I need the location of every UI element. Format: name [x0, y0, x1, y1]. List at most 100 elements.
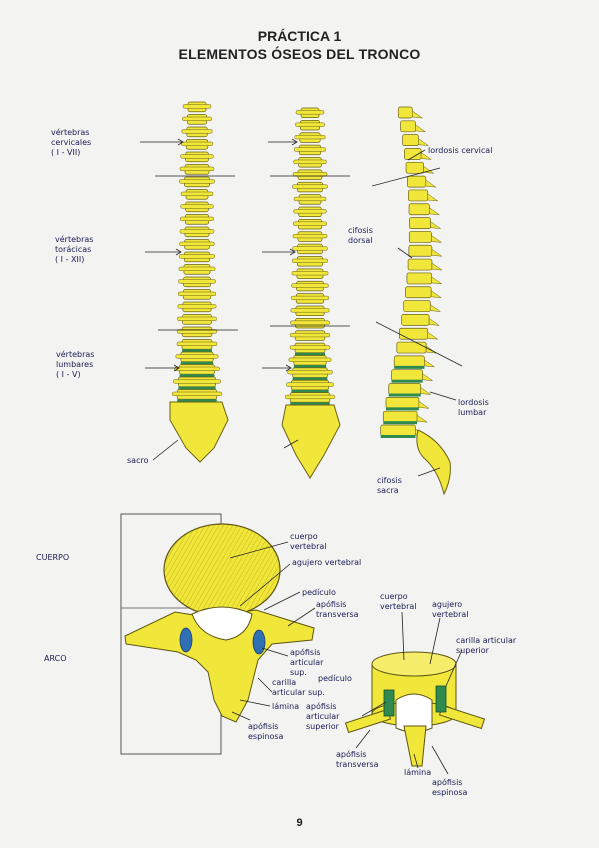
vertebra	[407, 258, 433, 271]
transverse-process	[293, 196, 327, 202]
transverse-process	[284, 394, 336, 400]
label-cuerpo: CUERPO	[36, 553, 70, 562]
transverse-process	[182, 116, 212, 121]
spinous-process	[422, 373, 434, 382]
label-schematic-vertebral-foramen: agujero vertebral	[432, 600, 469, 619]
spinous-process	[430, 304, 442, 312]
label-pedicle: pedículo	[302, 588, 336, 597]
page-subtitle: ELEMENTOS ÓSEOS DEL TRONCO	[178, 46, 421, 62]
transverse-process	[292, 172, 328, 177]
spinous-process	[415, 124, 427, 133]
vertebra	[408, 244, 433, 257]
transverse-process	[178, 266, 216, 271]
transverse-process	[177, 316, 217, 321]
transverse-process	[179, 229, 215, 234]
label-thoracic-vertebrae: vértebras torácicas ( I - XII)	[55, 235, 94, 264]
label-sacrum: sacro	[127, 456, 149, 465]
transverse-process	[289, 345, 331, 350]
label-schematic-superior-articular-process: apófisis articular superior	[306, 702, 340, 731]
spinous-process	[429, 207, 441, 216]
transverse-process	[291, 271, 329, 276]
intervertebral-disc	[295, 352, 325, 356]
label-schematic-vertebral-body: cuerpo vertebral	[380, 592, 417, 611]
spinous-process	[425, 179, 437, 188]
label-dorsal-kyphosis: cifosis dorsal	[348, 226, 373, 245]
transverse-process	[295, 122, 325, 127]
intervertebral-disc	[394, 365, 425, 369]
transverse-process	[181, 129, 213, 134]
spinous-process	[418, 400, 430, 409]
transverse-process	[178, 279, 216, 284]
vertebra	[401, 314, 430, 326]
vertebra	[380, 424, 416, 437]
transverse-process	[173, 379, 221, 384]
label-lumbar-vertebrae: vértebras lumbares ( I - V)	[56, 350, 95, 379]
vertebra	[397, 106, 413, 119]
vertebra	[408, 189, 429, 202]
spinous-process	[420, 151, 433, 160]
label-lamina: lámina	[272, 702, 300, 711]
transverse-process	[290, 320, 330, 325]
label-schematic-transverse-process: apófisis transversa	[336, 750, 379, 769]
intervertebral-disc	[391, 379, 423, 383]
page-title: PRÁCTICA 1	[257, 28, 342, 44]
sacrum-lateral	[416, 429, 451, 496]
transverse-process	[177, 291, 217, 296]
spinous-process	[427, 331, 439, 340]
intervertebral-disc	[385, 407, 419, 411]
vertebra-label-arrows	[229, 541, 463, 775]
vertebra	[408, 203, 430, 216]
spinous-process	[427, 193, 439, 202]
transverse-process	[293, 209, 327, 214]
label-pedicle-2: pedículo	[318, 674, 352, 683]
label-vertebral-body: cuerpo vertebral	[290, 532, 327, 551]
spinous-process	[420, 387, 432, 395]
transverse-process	[286, 382, 334, 387]
transverse-process	[293, 147, 327, 152]
transverse-process	[293, 221, 327, 226]
transverse-process	[290, 295, 330, 301]
label-superior-articular-facet: carilla articular sup.	[272, 678, 325, 697]
spinous-process	[431, 248, 443, 257]
label-schematic-lamina: lámina	[404, 768, 432, 777]
transverse-process	[176, 341, 218, 346]
transverse-process	[292, 258, 328, 263]
label-schematic-superior-facet: carilla articular superior	[456, 636, 517, 655]
spine-anterior-view	[171, 101, 223, 402]
vertebra	[400, 120, 416, 133]
intervertebral-disc	[293, 365, 327, 368]
transverse-process	[292, 246, 328, 251]
vertebra	[396, 341, 427, 354]
spine-lateral-view	[380, 106, 443, 438]
transverse-process	[180, 154, 214, 159]
vertebra	[385, 396, 420, 409]
transverse-process	[179, 254, 215, 259]
transverse-process	[175, 354, 219, 359]
spinous-process	[430, 290, 443, 299]
spinous-process	[412, 110, 424, 119]
transverse-process	[179, 166, 215, 171]
vertebra	[406, 272, 433, 285]
transverse-process	[180, 216, 214, 221]
vertebra	[382, 410, 418, 423]
label-cervical-lordosis: lordosis cervical	[428, 146, 493, 155]
intervertebral-disc	[178, 386, 216, 390]
label-sacral-kyphosis: cifosis sacra	[377, 476, 402, 495]
transverse-process	[174, 366, 220, 371]
label-arco: ARCO	[44, 654, 67, 663]
vertebra	[388, 383, 422, 395]
sacrum-anterior	[169, 401, 229, 463]
transverse-process	[179, 241, 215, 246]
vertebra-superior-view	[124, 523, 315, 723]
label-superior-articular-process: apófisis articular sup.	[290, 648, 324, 677]
vertebra	[409, 217, 431, 229]
label-vertebral-foramen: agujero vertebral	[292, 558, 362, 567]
spinous-process	[416, 414, 429, 423]
intervertebral-disc	[292, 377, 328, 381]
vertebra	[402, 134, 419, 147]
spinous-process	[418, 138, 430, 146]
label-arrows	[140, 138, 463, 477]
label-cervical-vertebrae: vértebras cervicales ( I - VII)	[51, 128, 92, 157]
intervertebral-disc	[291, 389, 329, 393]
transverse-process	[288, 357, 332, 362]
